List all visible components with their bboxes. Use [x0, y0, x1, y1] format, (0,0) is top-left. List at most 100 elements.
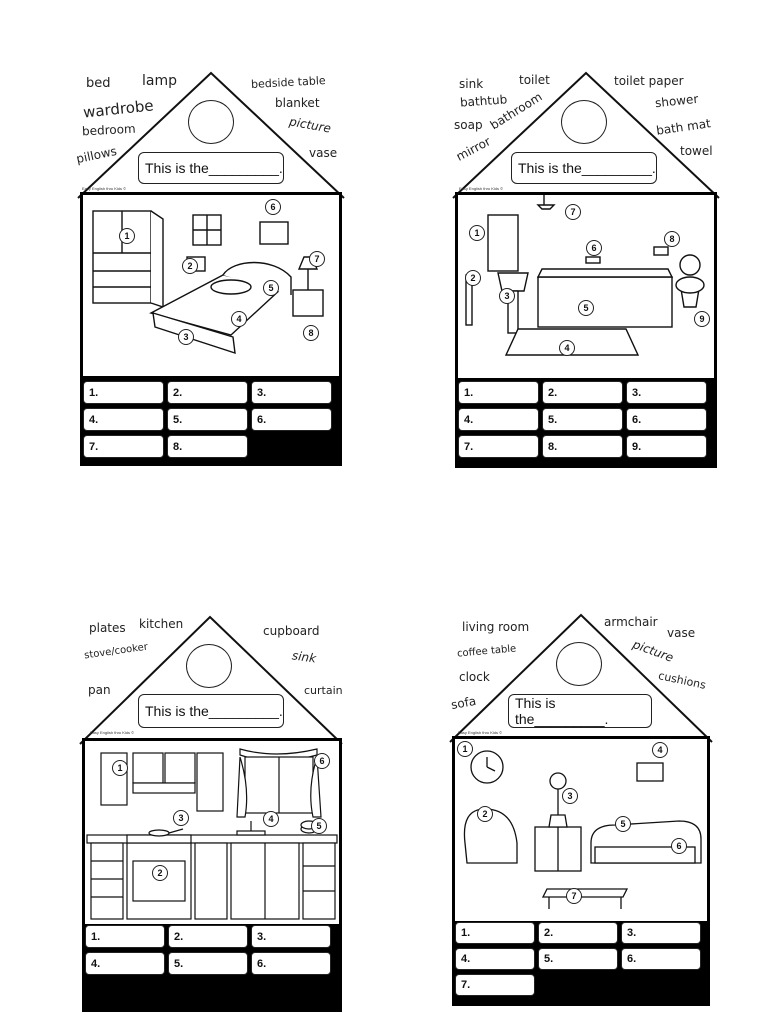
- answer-box-2[interactable]: 2.: [542, 381, 623, 404]
- marker-7: 7: [566, 888, 582, 904]
- word-living-room: living room: [462, 620, 530, 634]
- marker-2: 2: [465, 270, 481, 286]
- roof-window: [556, 642, 602, 686]
- credit-line: Easy English thru Kids ©: [82, 186, 127, 191]
- answer-box-7[interactable]: 7.: [458, 435, 539, 458]
- marker-5: 5: [578, 300, 594, 316]
- answer-box-1[interactable]: 1.: [458, 381, 539, 404]
- house-body: 1 2 3 4 5 6 7 8 1. 2. 3. 4. 5. 6. 7. 8.: [80, 192, 342, 466]
- word-kitchen: kitchen: [139, 617, 184, 631]
- word-clock: clock: [459, 670, 490, 684]
- answer-box-8[interactable]: 8.: [542, 435, 623, 458]
- word-curtain: curtain: [304, 684, 343, 697]
- marker-1: 1: [119, 228, 135, 244]
- answer-box-6[interactable]: 6.: [626, 408, 707, 431]
- answer-box-5[interactable]: 5.: [168, 952, 248, 975]
- answer-box-3[interactable]: 3.: [621, 922, 701, 944]
- answer-box-5[interactable]: 5.: [538, 948, 618, 970]
- answer-box-6[interactable]: 6.: [251, 408, 332, 431]
- marker-3: 3: [178, 329, 194, 345]
- marker-7: 7: [309, 251, 325, 267]
- word-cupboard: cupboard: [263, 624, 320, 638]
- marker-2: 2: [152, 865, 168, 881]
- house-body: 1 2 3 4 5 6 7 8 9 1. 2. 3. 4. 5. 6. 7. 8…: [455, 192, 717, 468]
- marker-1: 1: [469, 225, 485, 241]
- word-armchair: armchair: [604, 615, 658, 629]
- answer-box-6[interactable]: 6.: [251, 952, 331, 975]
- answer-box-5[interactable]: 5.: [167, 408, 248, 431]
- answer-box-1[interactable]: 1.: [455, 922, 535, 944]
- marker-5: 5: [311, 818, 327, 834]
- house-roof: [449, 613, 713, 743]
- living-room-illustration: 1 2 3 4 5 6 7: [455, 739, 707, 921]
- credit-line: Easy English thru Kids ©: [90, 730, 135, 735]
- answer-grid: 1. 2. 3. 4. 5. 6.: [85, 925, 339, 975]
- word-lamp: lamp: [142, 73, 177, 89]
- bathroom-card: sink toilet bathtub bathroom soap mirror…: [451, 70, 721, 470]
- answer-box-7[interactable]: 7.: [455, 974, 535, 996]
- bedroom-illustration: 1 2 3 4 5 6 7 8: [83, 195, 339, 376]
- word-toilet-paper: toilet paper: [614, 74, 684, 88]
- word-plates: plates: [89, 621, 126, 635]
- house-roof: [79, 615, 343, 745]
- word-bed: bed: [86, 76, 111, 91]
- answer-box-3[interactable]: 3.: [251, 925, 331, 948]
- marker-3: 3: [562, 788, 578, 804]
- bedroom-card: bed lamp wardrobe bedroom pillows bedsid…: [75, 70, 346, 470]
- marker-6: 6: [671, 838, 687, 854]
- marker-3: 3: [499, 288, 515, 304]
- living-room-card: living room coffee table clock sofa armc…: [448, 612, 714, 1012]
- house-roof: [452, 71, 720, 199]
- this-is-the-prompt: This is the_________.: [511, 152, 657, 184]
- answer-box-9[interactable]: 9.: [626, 435, 707, 458]
- marker-4: 4: [559, 340, 575, 356]
- marker-2: 2: [182, 258, 198, 274]
- marker-5: 5: [263, 280, 279, 296]
- answer-box-2[interactable]: 2.: [168, 925, 248, 948]
- marker-1: 1: [112, 760, 128, 776]
- kitchen-card: plates kitchen stove/cooker pan cupboard…: [78, 614, 346, 1016]
- answer-box-1[interactable]: 1.: [83, 381, 164, 404]
- answer-grid: 1. 2. 3. 4. 5. 6. 7.: [455, 922, 707, 996]
- marker-5: 5: [615, 816, 631, 832]
- marker-4: 4: [263, 811, 279, 827]
- answer-box-4[interactable]: 4.: [83, 408, 164, 431]
- word-soap: soap: [454, 118, 483, 132]
- marker-6: 6: [586, 240, 602, 256]
- answer-box-7[interactable]: 7.: [83, 435, 164, 458]
- marker-6: 6: [314, 753, 330, 769]
- answer-box-2[interactable]: 2.: [167, 381, 248, 404]
- marker-8: 8: [303, 325, 319, 341]
- answer-box-8[interactable]: 8.: [167, 435, 248, 458]
- bathroom-illustration: 1 2 3 4 5 6 7 8 9: [458, 195, 714, 378]
- answer-box-4[interactable]: 4.: [455, 948, 535, 970]
- this-is-the-prompt: This is the_________.: [508, 694, 652, 728]
- answer-box-2[interactable]: 2.: [538, 922, 618, 944]
- answer-box-4[interactable]: 4.: [458, 408, 539, 431]
- word-vase: vase: [309, 146, 338, 160]
- answer-box-4[interactable]: 4.: [85, 952, 165, 975]
- house-roof: [77, 71, 345, 199]
- this-is-the-prompt: This is the_________.: [138, 152, 284, 184]
- answer-grid: 1. 2. 3. 4. 5. 6. 7. 8.: [83, 381, 339, 458]
- word-blanket: blanket: [275, 96, 320, 110]
- this-is-the-prompt: This is the_________.: [138, 694, 284, 728]
- word-pan: pan: [88, 683, 111, 697]
- answer-box-3[interactable]: 3.: [626, 381, 707, 404]
- credit-line: Easy English thru Kids ©: [458, 730, 503, 735]
- house-body: 1 2 3 4 5 6 7 1. 2. 3. 4. 5. 6. 7.: [452, 736, 710, 1006]
- answer-box-6[interactable]: 6.: [621, 948, 701, 970]
- marker-7: 7: [565, 204, 581, 220]
- kitchen-illustration: 1 2 3 4 5 6: [85, 741, 339, 924]
- answer-box-1[interactable]: 1.: [85, 925, 165, 948]
- answer-grid: 1. 2. 3. 4. 5. 6. 7. 8. 9.: [458, 381, 714, 458]
- marker-4: 4: [652, 742, 668, 758]
- answer-box-3[interactable]: 3.: [251, 381, 332, 404]
- answer-box-5[interactable]: 5.: [542, 408, 623, 431]
- roof-window: [186, 644, 232, 688]
- house-body: 1 2 3 4 5 6 1. 2. 3. 4. 5. 6.: [82, 738, 342, 1012]
- marker-9: 9: [694, 311, 710, 327]
- credit-line: Easy English thru Kids ©: [459, 186, 504, 191]
- marker-8: 8: [664, 231, 680, 247]
- marker-3: 3: [173, 810, 189, 826]
